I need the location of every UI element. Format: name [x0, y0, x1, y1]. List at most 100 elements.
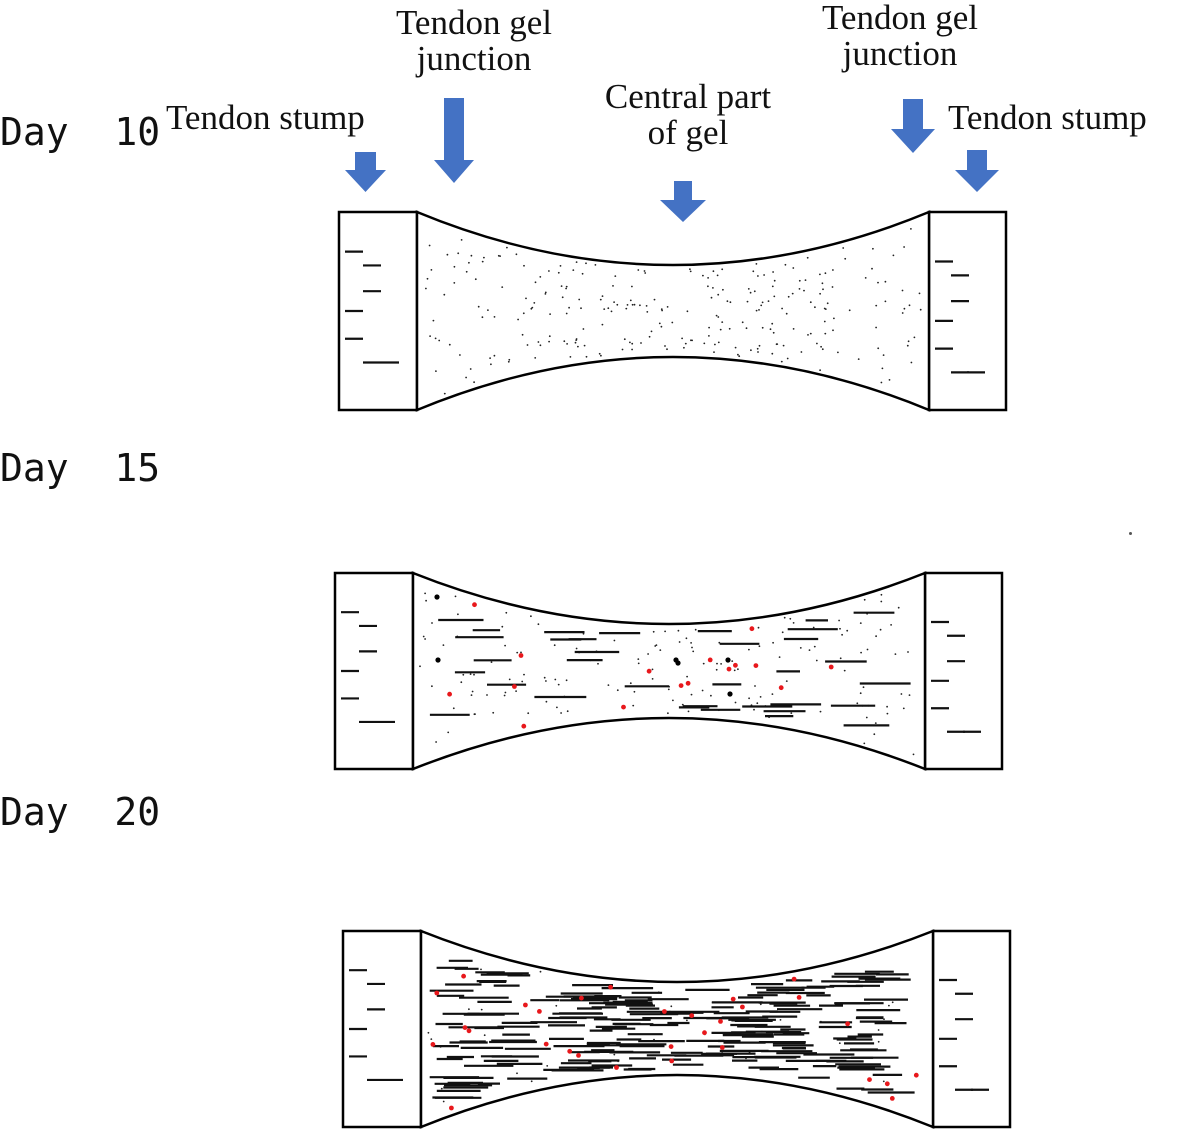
- red-cell-dot: [518, 653, 524, 658]
- cell-speck: [888, 379, 891, 381]
- cell-speck: [692, 650, 695, 653]
- cell-speck: [574, 341, 577, 344]
- cell-speck: [798, 288, 801, 290]
- cell-speck: [772, 271, 774, 273]
- red-cell-dot: [614, 1065, 619, 1070]
- cell-speck: [594, 264, 597, 266]
- cell-speck: [565, 679, 568, 682]
- tendon-stump-left-label: Tendon stump: [166, 98, 365, 137]
- cell-speck: [470, 694, 473, 696]
- cell-speck: [667, 688, 670, 691]
- cell-speck: [438, 339, 441, 342]
- cell-speck: [487, 309, 489, 311]
- tendon-stump-right-box: [931, 929, 1012, 1129]
- cell-speck: [809, 332, 812, 335]
- cell-speck: [575, 261, 578, 263]
- cell-speck: [888, 1004, 890, 1007]
- cell-speck: [530, 307, 533, 310]
- red-cell-dot: [685, 680, 691, 686]
- cell-speck: [530, 615, 532, 618]
- cell-speck: [875, 635, 877, 638]
- cell-speck: [504, 644, 506, 647]
- red-cell-dot: [447, 691, 452, 697]
- cell-speck: [503, 694, 506, 697]
- cell-speck: [689, 270, 692, 273]
- cell-speck: [600, 354, 602, 357]
- black-cell-dot: [725, 657, 731, 663]
- cell-speck: [886, 705, 888, 708]
- cell-speck: [919, 308, 922, 311]
- cell-speck: [515, 690, 517, 692]
- cell-speck: [516, 651, 519, 654]
- cell-speck: [523, 673, 525, 676]
- cell-speck: [791, 292, 794, 295]
- cell-speck: [798, 279, 801, 282]
- cell-speck: [690, 642, 692, 644]
- cell-speck: [822, 288, 824, 291]
- cell-speck: [543, 676, 546, 679]
- cell-speck: [459, 354, 461, 356]
- cell-speck: [804, 279, 807, 281]
- cell-speck: [497, 254, 500, 257]
- cell-speck: [678, 641, 681, 643]
- cell-speck: [712, 270, 715, 273]
- cell-speck: [561, 296, 564, 299]
- cell-speck: [737, 668, 739, 671]
- cell-speck: [534, 281, 537, 284]
- cell-speck: [530, 1080, 533, 1083]
- cell-speck: [787, 295, 790, 298]
- cell-speck: [490, 661, 493, 663]
- cell-speck: [652, 630, 655, 633]
- red-cell-dot: [521, 723, 527, 729]
- cell-speck: [616, 689, 619, 692]
- cell-speck: [819, 273, 821, 276]
- down-arrow-icon: [434, 98, 474, 183]
- cell-speck: [435, 741, 437, 743]
- cell-speck: [880, 381, 883, 384]
- cell-speck: [714, 343, 716, 346]
- cell-speck: [908, 694, 911, 696]
- cell-speck: [908, 304, 911, 307]
- cell-speck: [841, 633, 843, 636]
- cell-speck: [910, 228, 912, 230]
- cell-speck: [427, 1031, 430, 1034]
- cell-speck: [520, 651, 522, 654]
- cell-speck: [748, 697, 750, 700]
- cell-speck: [629, 682, 632, 685]
- cell-speck: [686, 675, 688, 678]
- cell-speck: [755, 309, 758, 312]
- cell-speck: [534, 357, 537, 359]
- cell-speck: [875, 304, 878, 307]
- cell-speck: [526, 344, 529, 346]
- cell-speck: [749, 291, 752, 294]
- cell-speck: [821, 348, 824, 351]
- cell-speck: [527, 712, 530, 715]
- junction-left-label: Tendon gel junction: [382, 5, 566, 76]
- cell-speck: [539, 970, 542, 973]
- cell-speck: [522, 312, 525, 315]
- cell-speck: [582, 328, 585, 330]
- cell-speck: [752, 270, 755, 273]
- red-cell-dot: [730, 996, 736, 1002]
- cell-speck: [877, 1029, 880, 1031]
- cell-speck: [746, 300, 749, 303]
- cell-speck: [616, 303, 619, 306]
- stray-dot: [1129, 532, 1132, 535]
- cell-speck: [902, 707, 905, 710]
- cell-speck: [548, 340, 550, 343]
- cell-speck: [874, 722, 877, 724]
- cell-speck: [469, 673, 472, 675]
- cell-speck: [686, 1019, 688, 1022]
- cell-speck: [575, 647, 578, 650]
- central-part-label: Central part of gel: [588, 79, 788, 150]
- cell-speck: [684, 342, 687, 345]
- red-cell-dot: [462, 1025, 468, 1030]
- cell-speck: [481, 316, 484, 319]
- cell-speck: [871, 267, 873, 270]
- cell-speck: [807, 334, 809, 336]
- cell-speck: [761, 326, 764, 329]
- red-cell-dot: [726, 666, 732, 672]
- cell-speck: [460, 681, 463, 684]
- cell-speck: [419, 665, 421, 668]
- cell-speck: [792, 267, 795, 269]
